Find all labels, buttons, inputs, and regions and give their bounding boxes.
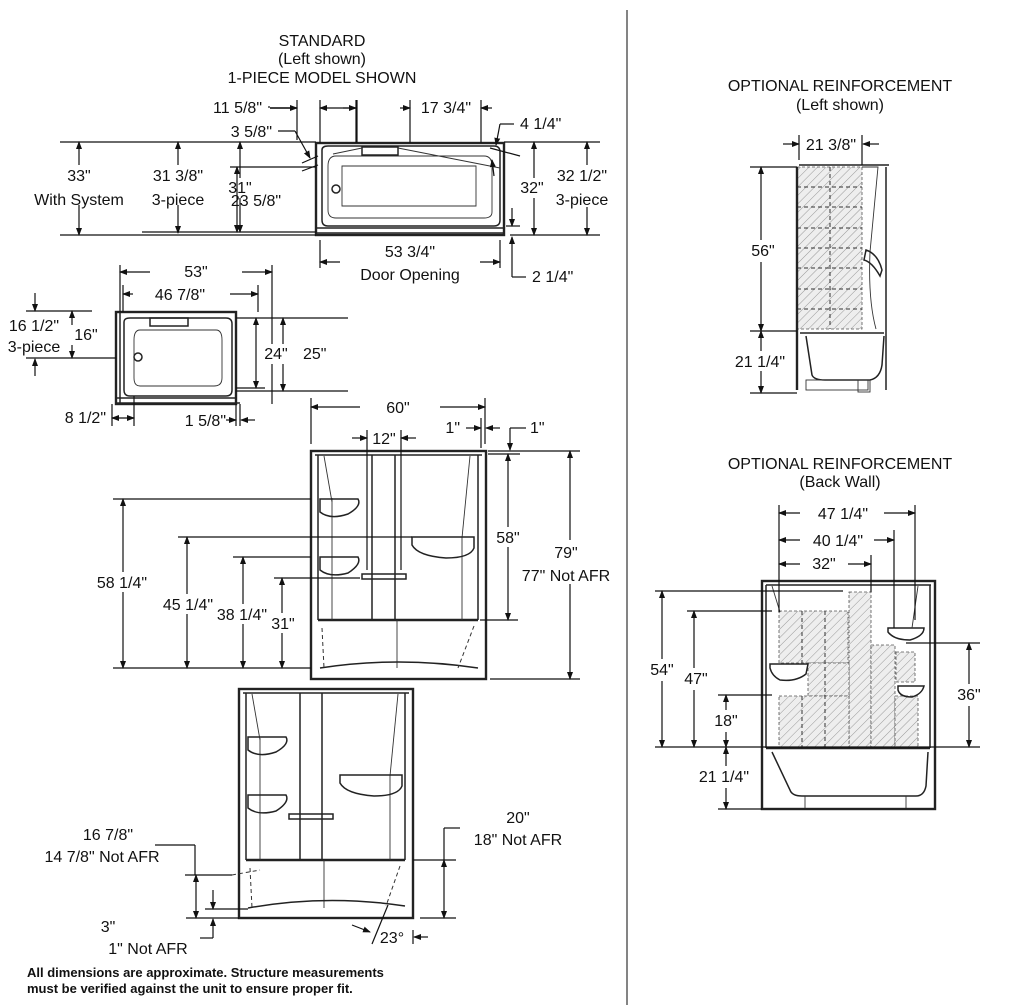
dim-47-1-4: 47 1/4" xyxy=(818,506,868,523)
dim-40-1-4: 40 1/4" xyxy=(813,533,863,550)
dim-16: 16" xyxy=(74,327,97,344)
dim-21-1-4-back: 21 1/4" xyxy=(699,769,749,786)
dim-33: 33" xyxy=(67,168,90,185)
dim-1-horizontal: 1" xyxy=(445,420,460,437)
dim-14-7-8-not-afr: 14 7/8" Not AFR xyxy=(44,849,159,866)
dim-3-piece-b: 3-piece xyxy=(556,192,609,209)
dim-79: 79" xyxy=(554,545,577,562)
dim-3: 3" xyxy=(101,919,116,936)
dim-56: 56" xyxy=(751,243,774,260)
dim-46-7-8: 46 7/8" xyxy=(155,287,205,304)
dim-58: 58" xyxy=(496,530,519,547)
top-plan-view xyxy=(314,141,506,237)
dim-32: 32" xyxy=(520,180,543,197)
dim-1-5-8: 1 5/8" xyxy=(185,413,226,430)
dim-77-not-afr: 77" Not AFR xyxy=(522,568,610,585)
front-view-2-dimensions: 20" 18" Not AFR 16 7/8" 14 7/8" Not AFR … xyxy=(44,810,562,958)
standard-title: STANDARD xyxy=(279,33,366,50)
second-view-dimensions: 53" 46 7/8" 16 1/2" 3-piece 16" 24" 25" … xyxy=(8,264,350,430)
top-view-dimensions: 11 5/8" 17 3/4" 3 5/8" 4 1/4" 33" With S… xyxy=(30,100,618,286)
dim-54: 54" xyxy=(650,662,673,679)
dim-45-1-4: 45 1/4" xyxy=(163,597,213,614)
reinforcement-back-title-text: OPTIONAL REINFORCEMENT xyxy=(728,456,953,473)
dim-21-3-8: 21 3/8" xyxy=(806,137,856,154)
footnote-line-2: must be verified against the unit to ens… xyxy=(27,981,353,996)
dim-53-3-4: 53 3/4" xyxy=(385,244,435,261)
dim-21-1-4-left: 21 1/4" xyxy=(735,354,785,371)
dim-38-1-4: 38 1/4" xyxy=(217,607,267,624)
dim-60: 60" xyxy=(386,400,409,417)
front-elevation-view xyxy=(309,449,488,681)
reinforcement-back-dimensions: 47 1/4" 40 1/4" 32" 54" 47" 18" 36" 2 xyxy=(646,505,988,810)
dim-angle-23: 23° xyxy=(380,930,404,947)
front-view-dimensions: 60" 1" 1" 12" 58" 79" 77" Not AFR 58 xyxy=(90,398,618,680)
dim-8-1-2: 8 1/2" xyxy=(65,410,106,427)
dim-3-piece-c: 3-piece xyxy=(8,339,61,356)
dim-18-not-afr: 18" Not AFR xyxy=(474,832,562,849)
dim-25: 25" xyxy=(303,346,326,363)
dim-53: 53" xyxy=(184,264,207,281)
footnote-line-1: All dimensions are approximate. Structur… xyxy=(27,965,384,980)
dim-2-1-4: 2 1/4" xyxy=(532,269,573,286)
reinforcement-left-title-text: OPTIONAL REINFORCEMENT xyxy=(728,78,953,95)
dim-58-1-4: 58 1/4" xyxy=(97,575,147,592)
dim-32-1-2: 32 1/2" xyxy=(557,168,607,185)
standard-title-block: STANDARD (Left shown) 1-PIECE MODEL SHOW… xyxy=(228,33,417,87)
dim-36: 36" xyxy=(957,687,980,704)
dim-17-3-4: 17 3/4" xyxy=(421,100,471,117)
reinforcement-left-view xyxy=(795,164,889,393)
dim-16-7-8: 16 7/8" xyxy=(83,827,133,844)
dim-3-5-8: 3 5/8" xyxy=(231,124,272,141)
dim-23-5-8: 23 5/8" xyxy=(231,193,281,210)
dim-20: 20" xyxy=(506,810,529,827)
standard-model: 1-PIECE MODEL SHOWN xyxy=(228,70,417,87)
dim-3-piece-a: 3-piece xyxy=(152,192,205,209)
reinforcement-left-subtitle: (Left shown) xyxy=(796,97,884,114)
dim-32-back: 32" xyxy=(812,556,835,573)
dim-1-not-afr: 1" Not AFR xyxy=(108,941,187,958)
dim-31-3-8: 31 3/8" xyxy=(153,168,203,185)
reinforcement-back-view xyxy=(760,579,937,811)
dim-1-vertical: 1" xyxy=(530,420,545,437)
dim-16-1-2: 16 1/2" xyxy=(9,318,59,335)
front-elevation-view-2 xyxy=(231,687,415,920)
dim-47: 47" xyxy=(684,671,707,688)
standard-subtitle: (Left shown) xyxy=(278,51,366,68)
second-plan-view xyxy=(114,310,240,406)
dim-11-5-8: 11 5/8" xyxy=(213,100,262,117)
dim-31-front: 31" xyxy=(271,616,294,633)
dim-door-opening: Door Opening xyxy=(360,267,460,284)
reinforcement-left-title: OPTIONAL REINFORCEMENT (Left shown) xyxy=(728,78,953,114)
reinforcement-left-dimensions: 21 3/8" 56" 21 1/4" xyxy=(728,135,879,394)
dim-with-system: With System xyxy=(34,192,124,209)
dim-24: 24" xyxy=(264,346,287,363)
reinforcement-back-title: OPTIONAL REINFORCEMENT (Back Wall) xyxy=(728,456,953,491)
dim-18: 18" xyxy=(714,713,737,730)
dim-4-1-4: 4 1/4" xyxy=(520,116,561,133)
reinforcement-back-subtitle: (Back Wall) xyxy=(799,474,880,491)
dim-12: 12" xyxy=(372,431,395,448)
